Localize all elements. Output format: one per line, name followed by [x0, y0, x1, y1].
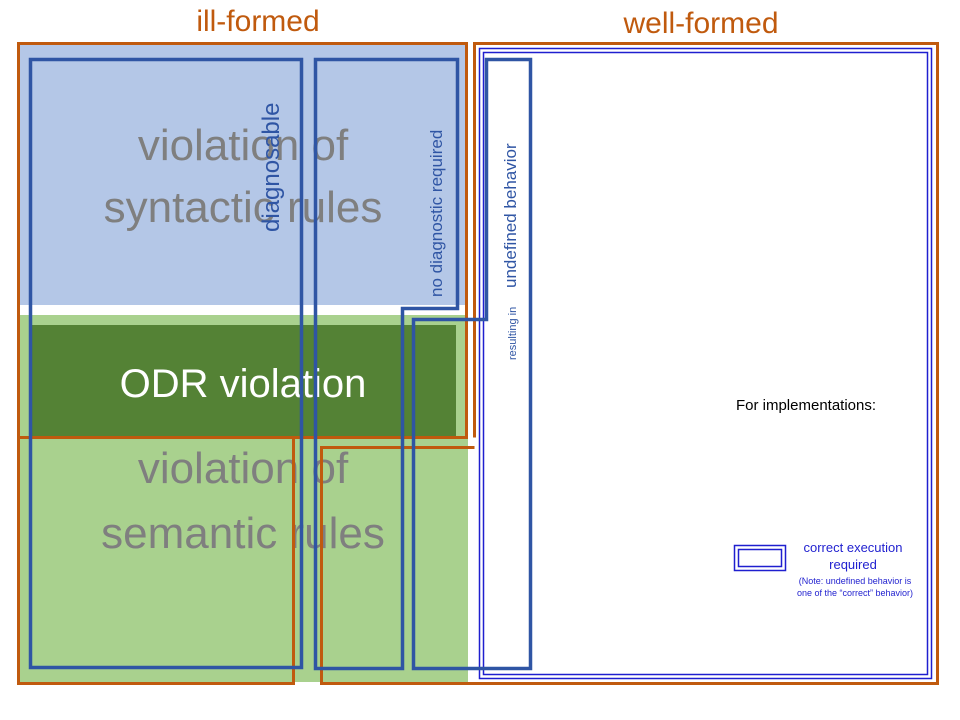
odr-violation-region: [30, 325, 456, 438]
legend-double-border-swatch-inner: [737, 548, 783, 568]
well-formed-header: well-formed: [622, 7, 778, 40]
undefined-behavior-box: [411, 57, 533, 671]
no-diagnostic-required-label: no diagnostic required: [427, 130, 446, 297]
resulting-in-label: resulting in: [507, 307, 519, 360]
syntactic-rules-label-line2: syntactic rules: [104, 183, 383, 232]
correct-execution-boundary-outer: [478, 47, 933, 680]
ill-formed-header: ill-formed: [196, 5, 319, 38]
diagnosable-box: [28, 57, 304, 670]
legend-note-line2: one of the “correct” behavior): [797, 588, 913, 598]
syntactic-rules-region: [20, 43, 468, 305]
legend-note-line1: (Note: undefined behavior is: [799, 576, 912, 586]
semantic-rules-label-line2: semantic rules: [101, 509, 385, 558]
well-formed-boundary: [320, 42, 939, 685]
correct-execution-boundary-inner: [482, 51, 929, 676]
undefined-behavior-label: undefined behavior: [501, 143, 520, 288]
legend-double-border-swatch-outer: [733, 544, 787, 572]
ill-formed-boundary-lower: [17, 437, 295, 685]
legend-item-label-line1: correct execution: [804, 540, 903, 555]
no-diagnostic-required-box: [313, 57, 460, 671]
odr-violation-label: ODR violation: [120, 362, 367, 406]
syntactic-rules-label-line1: violation of: [138, 121, 349, 170]
legend-title: For implementations:: [736, 397, 876, 414]
ill-formed-boundary: [17, 42, 468, 439]
legend-item-label-line2: required: [829, 557, 877, 572]
diagnosable-label: diagnosable: [258, 103, 285, 232]
semantic-rules-label-line1: violation of: [138, 444, 349, 493]
